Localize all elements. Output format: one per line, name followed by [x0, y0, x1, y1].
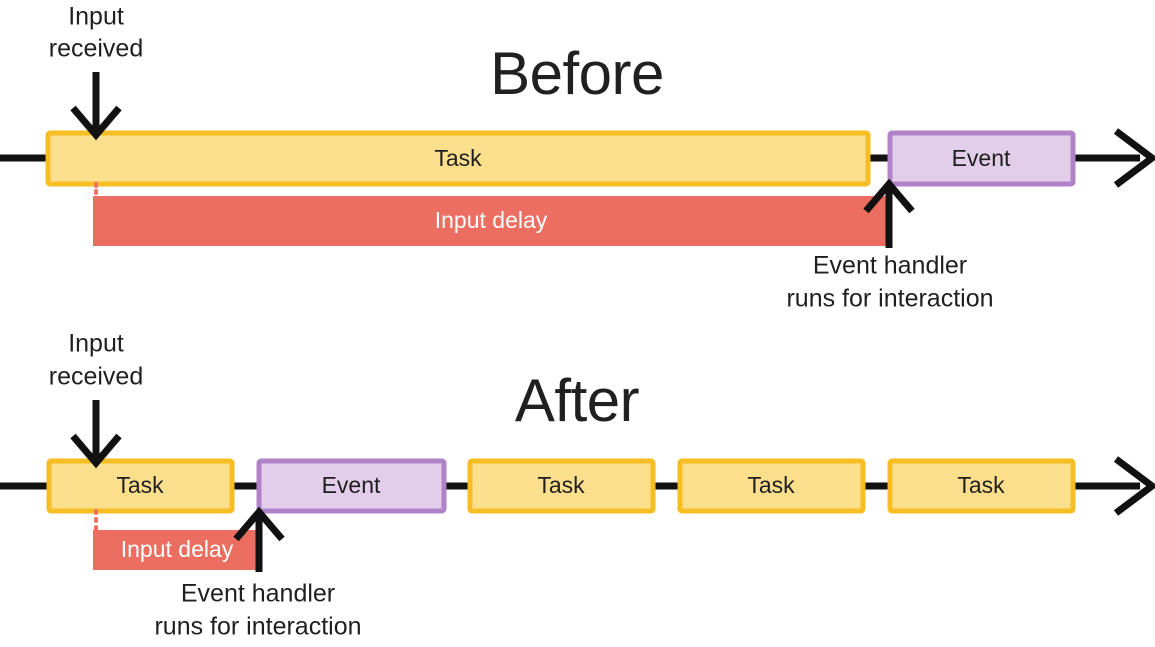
after-event-handler-annotation: Event handler runs for interaction: [154, 506, 362, 641]
before-input-received-line2: received: [49, 35, 144, 63]
section-title-before: Before: [490, 40, 664, 107]
timeline-arrowhead-before: [1113, 128, 1155, 188]
before-event-block: Event: [887, 130, 1076, 187]
after-task-1-label: Task: [116, 472, 164, 498]
after-task-2-label: Task: [537, 472, 585, 498]
before-input-arrowhead: [70, 105, 122, 141]
section-before: Before Task Event Input delay: [0, 3, 1155, 313]
section-title-after: After: [515, 367, 639, 434]
after-handler-line2: runs for interaction: [154, 613, 361, 641]
before-input-received-line1: Input: [68, 3, 124, 31]
before-event-handler-annotation: Event handler runs for interaction: [786, 178, 994, 313]
after-task-2-block: Task: [467, 458, 656, 514]
after-task-4-label: Task: [957, 472, 1005, 498]
after-task-3-block: Task: [677, 458, 866, 514]
after-input-delay-bar: Input delay: [93, 530, 261, 570]
after-delay-rect: [93, 530, 261, 570]
before-input-received-annotation: Input received: [49, 3, 144, 141]
after-delay-label: Input delay: [121, 536, 234, 562]
after-input-arrowhead: [70, 433, 122, 469]
after-task-3-rect: [677, 458, 866, 514]
after-event-rect: [256, 458, 447, 514]
after-event-block: Event: [256, 458, 447, 514]
before-handler-arrowhead: [863, 178, 915, 214]
after-task-4-rect: [887, 458, 1076, 514]
after-handler-line1: Event handler: [181, 580, 335, 608]
after-handler-arrowhead: [233, 506, 285, 542]
after-input-received-line2: received: [49, 363, 144, 391]
after-event-label: Event: [322, 472, 381, 498]
after-task-4-block: Task: [887, 458, 1076, 514]
before-event-label: Event: [952, 145, 1011, 171]
timeline-arrowhead-after: [1113, 456, 1155, 516]
before-task-rect: [45, 130, 871, 187]
before-delay-rect: [93, 196, 888, 246]
before-delay-label: Input delay: [435, 207, 548, 233]
section-after: After Task Event: [0, 330, 1155, 641]
before-handler-line1: Event handler: [813, 252, 967, 280]
after-input-received-annotation: Input received: [49, 330, 144, 469]
before-task-label: Task: [434, 145, 482, 171]
after-task-1-block: Task: [46, 458, 235, 514]
after-task-2-rect: [467, 458, 656, 514]
before-input-delay-bar: Input delay: [93, 196, 888, 246]
after-task-1-rect: [46, 458, 235, 514]
before-handler-line2: runs for interaction: [786, 285, 993, 313]
after-task-3-label: Task: [747, 472, 795, 498]
before-task-block: Task: [45, 130, 871, 187]
before-event-rect: [887, 130, 1076, 187]
after-input-received-line1: Input: [68, 330, 124, 358]
